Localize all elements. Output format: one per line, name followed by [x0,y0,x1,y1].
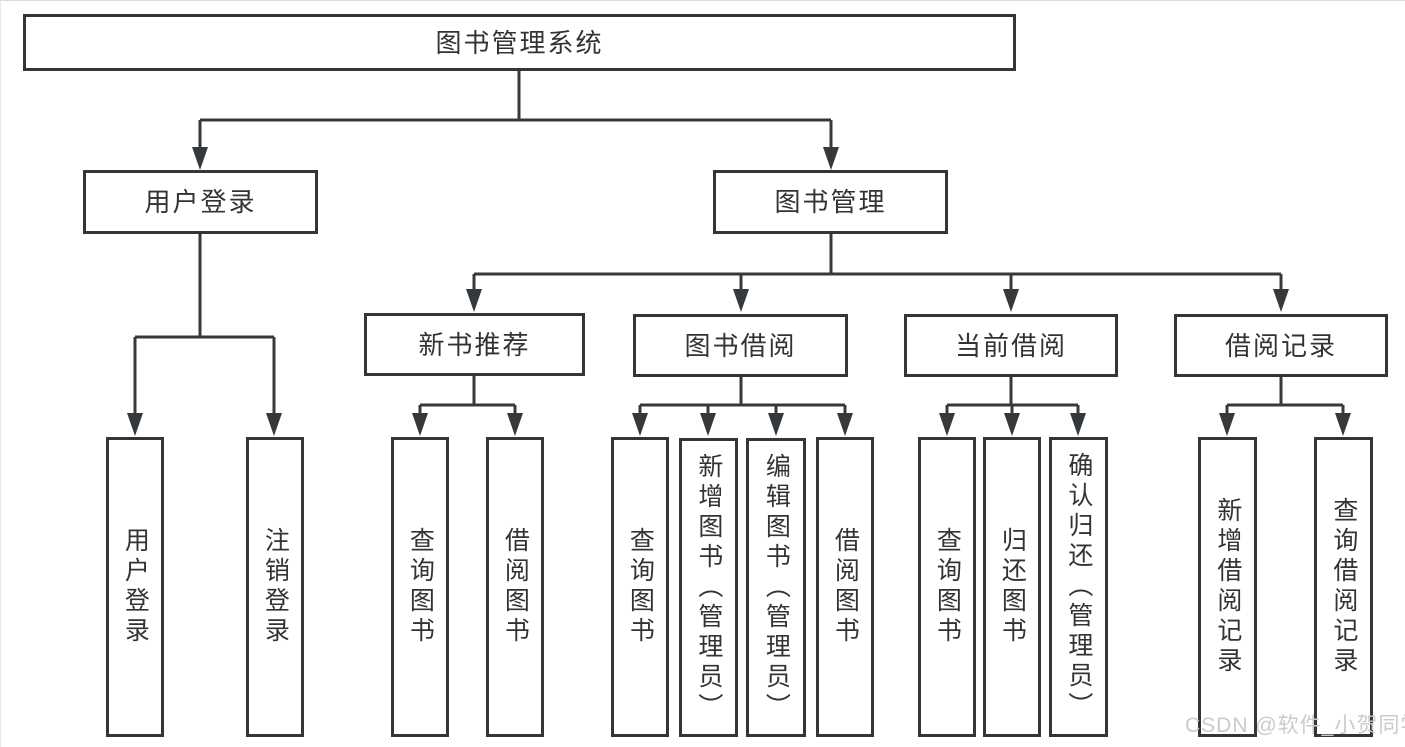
arrowhead-icon [939,413,955,436]
leaf-cb-query-books: 查询图书 [918,437,976,737]
arrowhead-icon [733,289,749,312]
connector-user-login-branch [127,234,282,436]
connector-line [133,234,276,415]
node-borrow-records: 借阅记录 [1174,314,1388,377]
leaf-nb-borrow-books: 借阅图书 [486,437,544,737]
leaf-user-login: 用户登录 [106,437,164,737]
arrowhead-icon [768,413,784,436]
leaf-bb-query-books: 查询图书 [611,437,669,737]
leaf-bb-edit-books-admin: 编辑图书（管理员） [746,438,806,737]
leaf-nb-query-books: 查询图书 [391,437,449,737]
node-new-book-recommend: 新书推荐 [364,313,585,376]
connector-borrow-records-branch [1219,377,1351,436]
arrowhead-icon [127,413,143,436]
leaf-cb-return-books: 归还图书 [983,437,1041,737]
node-user-login: 用户登录 [83,170,318,234]
connector-line [418,376,517,415]
leaf-bb-borrow-books: 借阅图书 [816,437,874,737]
leaf-br-add-record: 新增借阅记录 [1198,437,1257,737]
arrowhead-icon [1070,413,1086,436]
connector-book-management-branch [466,234,1289,312]
arrowhead-icon [507,413,523,436]
connector-new-book-branch [412,376,523,436]
arrowhead-icon [412,413,428,436]
arrowhead-icon [632,413,648,436]
arrowhead-icon [700,413,716,436]
connector-current-borrow-branch [939,377,1086,436]
leaf-bb-add-books-admin: 新增图书（管理员） [679,438,738,737]
arrowhead-icon [823,147,839,170]
connector-book-borrow-branch [632,377,853,436]
arrowhead-icon [1335,413,1351,436]
connector-root-branch [192,71,839,170]
connector-line [945,377,1080,415]
arrowhead-icon [1273,289,1289,312]
node-book-management: 图书管理 [713,170,948,234]
arrowhead-icon [192,147,208,170]
arrowhead-icon [1219,413,1235,436]
arrowhead-icon [266,413,282,436]
leaf-logout: 注销登录 [246,437,304,737]
csdn-watermark: CSDN @软件_小贺同学 [1185,714,1405,737]
leaf-cb-confirm-return-admin: 确认归还（管理员） [1049,437,1108,737]
connector-line [472,234,1283,292]
node-book-borrow: 图书借阅 [633,314,848,377]
node-current-borrow: 当前借阅 [904,314,1118,377]
arrowhead-icon [837,413,853,436]
connector-line [198,71,833,151]
leaf-br-query-record: 查询借阅记录 [1314,437,1373,737]
arrowhead-icon [466,289,482,312]
connector-line [1225,377,1345,415]
arrowhead-icon [1003,289,1019,312]
connector-line [638,377,847,415]
arrowhead-icon [1004,413,1020,436]
node-root-system: 图书管理系统 [23,14,1016,71]
